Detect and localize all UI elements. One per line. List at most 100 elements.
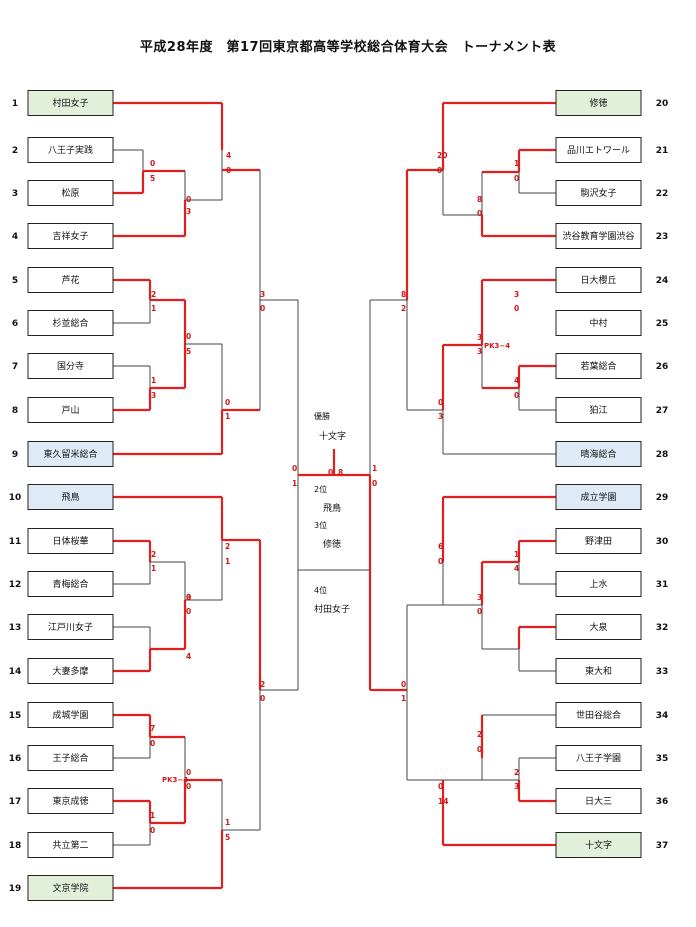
team-box [555, 745, 642, 771]
match-score: 2 [151, 550, 156, 559]
team-entry: 30 野津田 [555, 528, 669, 554]
team-name: 上水 [589, 578, 607, 590]
team-box [555, 90, 642, 116]
team-box [27, 180, 114, 206]
match-score: 0 [186, 768, 191, 777]
seed-number: 30 [656, 537, 669, 547]
team-box [27, 267, 114, 293]
team-box [27, 745, 114, 771]
page-title: 平成28年度 第17回東京都高等学校総合体育大会 トーナメント表 [139, 40, 557, 55]
team-name: 世田谷総合 [576, 709, 621, 721]
team-box [27, 353, 114, 379]
match-score: 1 [401, 694, 406, 703]
seed-number: 32 [656, 623, 669, 633]
match-score: 2 [514, 768, 519, 777]
team-box [27, 614, 114, 640]
team-name: 野津田 [585, 536, 612, 547]
seed-number: 6 [12, 319, 18, 329]
team-box [27, 702, 114, 728]
seed-number: 8 [12, 406, 18, 416]
match-score: 5 [225, 833, 230, 842]
match-score: 1 [514, 159, 519, 168]
fourth-label: 4位 [314, 585, 327, 595]
match-score: 0 [186, 332, 191, 341]
bracket-lines [113, 101, 556, 890]
team-box [27, 875, 114, 901]
team-box [555, 180, 642, 206]
team-name: 国分寺 [57, 361, 84, 372]
team-name: 東大和 [585, 665, 612, 677]
team-name: 日体桜華 [52, 535, 88, 547]
match-score: 2 [260, 680, 265, 689]
match-score: 4 [186, 652, 191, 661]
team-box [27, 137, 114, 163]
seed-number: 34 [656, 711, 669, 721]
match-score: 3 [477, 333, 482, 342]
team-box [555, 441, 642, 467]
bracket-labels: PK3−4 PK3−4 優勝 十文字 2位 飛鳥 3位 修徳 4位 村田女子 [162, 342, 510, 784]
match-score: 2 [151, 290, 156, 299]
match-score: 3 [514, 782, 519, 791]
match-score: 4 [514, 376, 519, 385]
second-name: 飛鳥 [323, 502, 341, 514]
team-box [27, 90, 114, 116]
seed-number: 29 [656, 493, 669, 503]
match-score: 4 [514, 564, 519, 573]
match-score: 0 [226, 166, 231, 175]
match-score: 0 [328, 468, 333, 477]
team-box [27, 571, 114, 597]
team-box [555, 614, 642, 640]
team-box [27, 658, 114, 684]
match-score: 0 [186, 195, 191, 204]
team-name: 東京成徳 [52, 795, 88, 807]
team-name: 大妻多摩 [52, 665, 88, 677]
seed-number: 14 [9, 667, 22, 677]
team-name: 東久留米総合 [43, 448, 97, 460]
match-score: 8 [401, 290, 406, 299]
team-name: 日大櫻丘 [580, 274, 616, 286]
match-score: 2 [477, 730, 482, 739]
team-name: 村田女子 [52, 97, 88, 109]
team-box [27, 223, 114, 249]
match-score: 3 [260, 290, 265, 299]
match-score: 0 [514, 304, 519, 313]
team-box [555, 571, 642, 597]
team-name: 江戸川女子 [48, 621, 93, 633]
match-score: 1 [150, 811, 155, 820]
team-box [555, 223, 642, 249]
team-box [27, 832, 114, 858]
team-name: 吉祥女子 [52, 230, 88, 242]
team-name: 八王子実践 [48, 144, 93, 156]
seed-number: 9 [12, 450, 18, 460]
match-score: 0 [186, 607, 191, 616]
team-box [555, 353, 642, 379]
team-name: 松原 [61, 187, 79, 199]
second-label: 2位 [314, 484, 327, 494]
seed-number: 5 [12, 276, 18, 286]
seed-number: 11 [9, 537, 22, 547]
match-score: 1 [151, 564, 156, 573]
seed-number: 33 [656, 667, 669, 677]
match-score: 1 [514, 550, 519, 559]
match-score: 1 [372, 464, 377, 473]
match-score: 3 [477, 347, 482, 356]
team-box [27, 397, 114, 423]
